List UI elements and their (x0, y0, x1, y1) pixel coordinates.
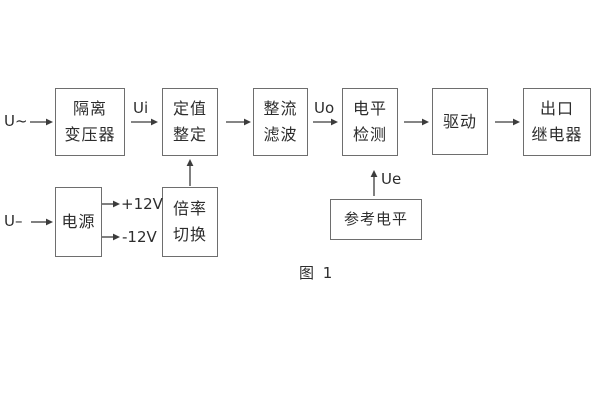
signal-label-u-dc: U– (4, 212, 23, 230)
arrow-right-icon-power-to-pos12v (102, 200, 120, 208)
arrow-right-icon-rectifier-to-level (313, 118, 338, 126)
block-label: 变压器 (64, 125, 116, 144)
signal-label-uo: Uo (314, 99, 335, 117)
block-label: 隔离 (72, 99, 107, 118)
block-power-supply: 电源 (55, 187, 102, 257)
arrow-right-icon-isolation-to-setpoint (131, 118, 158, 126)
block-label: 整定 (172, 125, 207, 144)
arrow-right-icon-setpoint-to-rectifier (226, 118, 251, 126)
signal-label-plus-12v: +12V (121, 195, 163, 213)
block-label: 驱动 (442, 111, 477, 131)
block-output-relay: 出口 继电器 (523, 88, 591, 156)
arrow-up-icon-reference-to-level (370, 170, 378, 196)
block-label: 定值 (172, 99, 207, 118)
block-label: 整流 (263, 99, 298, 118)
block-driver: 驱动 (432, 88, 488, 155)
block-label: 参考电平 (343, 210, 408, 228)
block-label: 电平 (352, 99, 387, 118)
arrow-right-icon-uac-to-isolation (30, 118, 53, 126)
signal-label-u-ac: U~ (4, 112, 28, 130)
arrow-right-icon-driver-to-relay (495, 118, 520, 126)
block-label: 切换 (172, 225, 207, 244)
figure-caption: 图 1 (299, 264, 335, 282)
arrow-right-icon-power-to-neg12v (102, 233, 120, 241)
signal-label-ui: Ui (133, 99, 149, 117)
arrow-right-icon-udc-to-power (31, 218, 53, 226)
block-isolation-transformer: 隔离 变压器 (55, 88, 125, 156)
signal-label-ue: Ue (381, 170, 402, 188)
block-label: 电源 (61, 212, 96, 231)
block-label: 滤波 (263, 125, 298, 144)
block-label: 出口 (539, 99, 574, 118)
block-label: 检测 (352, 125, 387, 144)
block-label: 倍率 (172, 199, 207, 218)
block-setpoint-adjust: 定值 整定 (162, 88, 218, 156)
arrow-right-icon-level-to-driver (404, 118, 429, 126)
block-reference-level: 参考电平 (330, 199, 422, 240)
block-ratio-switch: 倍率 切换 (162, 187, 218, 257)
block-label: 继电器 (531, 125, 583, 144)
block-level-detect: 电平 检测 (342, 88, 398, 156)
signal-label-minus-12v: -12V (122, 228, 157, 246)
block-rectifier-filter: 整流 滤波 (253, 88, 308, 156)
arrow-up-icon-ratio-to-setpoint (186, 159, 194, 186)
